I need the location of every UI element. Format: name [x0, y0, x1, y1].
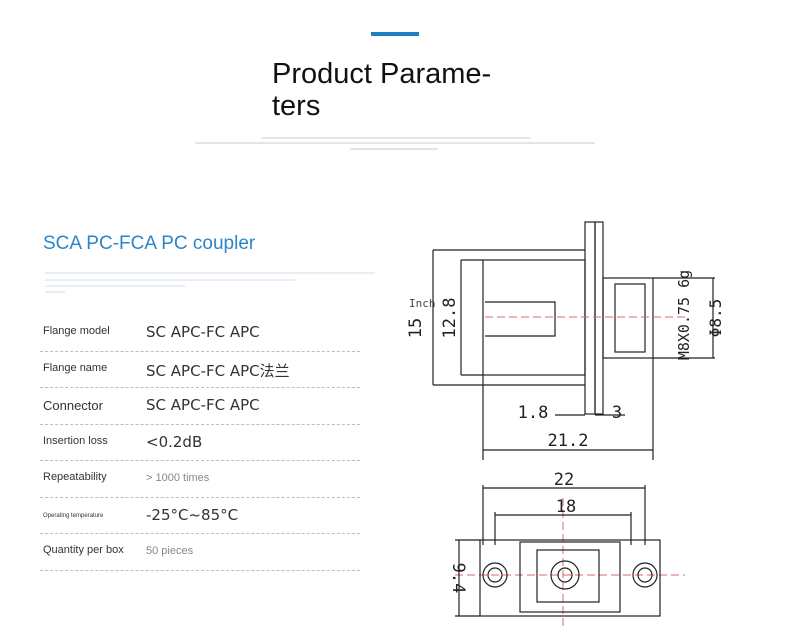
sc-port [536, 549, 600, 603]
param-label: Flange name [43, 361, 108, 374]
parameter-table: Flange model SC APC-FC APC Flange name S… [40, 315, 360, 571]
mounting-hole-left [482, 562, 508, 588]
fc-thread-body [602, 277, 654, 359]
param-value: -25°C~85°C [146, 505, 239, 524]
param-row-connector: Connector SC APC-FC APC [40, 388, 360, 425]
dim-label-thread: M8X0.75 6g [675, 270, 693, 360]
fc-thread-inner [614, 283, 646, 353]
product-title: SCA PC-FCA PC coupler [43, 233, 256, 254]
page-title: Product Parame-ters [272, 58, 492, 122]
param-row-repeatability: Repeatability > 1000 times [40, 461, 360, 498]
ferrule-core [557, 567, 573, 583]
ferrule-sleeve [550, 560, 580, 590]
dim-label-22: 22 [554, 470, 574, 490]
sc-housing [519, 541, 621, 613]
flange-outline [479, 539, 661, 617]
param-row-flange-model: Flange model SC APC-FC APC [40, 315, 360, 352]
dim-label-18: 18 [556, 497, 576, 517]
param-value: <0.2dB [146, 432, 203, 451]
flange-plate-back [594, 221, 604, 415]
subtitle-faint-line [262, 137, 530, 139]
param-row-operating-temperature: Operating temperature -25°C~85°C [40, 498, 360, 534]
dim-label-21-2: 21.2 [548, 431, 589, 451]
mounting-hole-right-inner [637, 567, 653, 583]
dim-label-3: 3 [612, 403, 622, 423]
title-accent-bar [371, 32, 419, 36]
dim-label-1-8: 1.8 [518, 403, 549, 423]
subtitle-faint-line [350, 148, 438, 150]
param-value: > 1000 times [146, 472, 210, 484]
param-label: Flange model [43, 325, 110, 337]
flange-plate-front [584, 221, 596, 415]
dim-label-15: 15 [406, 318, 426, 338]
param-label: Repeatability [43, 471, 107, 483]
technical-drawing: Inch 15 12.8 M8X0.75 6g Φ8.5 1.8 3 21.2 … [406, 221, 725, 630]
param-row-flange-name: Flange name SC APC-FC APC法兰 [40, 352, 360, 388]
sc-ferrule [485, 301, 556, 337]
product-description-faint [45, 272, 375, 274]
product-description-faint [45, 291, 65, 293]
mounting-hole-left-inner [487, 567, 503, 583]
center-lines [455, 316, 685, 630]
param-row-insertion-loss: Insertion loss <0.2dB [40, 425, 360, 461]
dim-label-d8-5: Φ8.5 [706, 299, 725, 338]
mounting-hole-right [632, 562, 658, 588]
param-label: Operating temperature [43, 512, 104, 519]
side-view [432, 221, 715, 460]
param-value: 50 pieces [146, 545, 194, 557]
front-view [455, 485, 661, 617]
subtitle-faint-line [195, 142, 595, 144]
product-description-faint [45, 285, 185, 287]
param-value: SC APC-FC APC [146, 396, 260, 414]
param-label: Connector [43, 398, 103, 413]
param-value: SC APC-FC APC [146, 323, 260, 341]
param-row-quantity-per-box: Quantity per box 50 pieces [40, 534, 360, 571]
dim-label-9-4: 9.4 [448, 563, 468, 594]
dim-label-12-8: 12.8 [440, 298, 460, 339]
unit-label: Inch [409, 297, 436, 310]
param-label: Quantity per box [43, 544, 124, 556]
param-value: SC APC-FC APC法兰 [146, 361, 290, 380]
param-label: Insertion loss [43, 434, 108, 447]
product-description-faint [45, 279, 295, 281]
